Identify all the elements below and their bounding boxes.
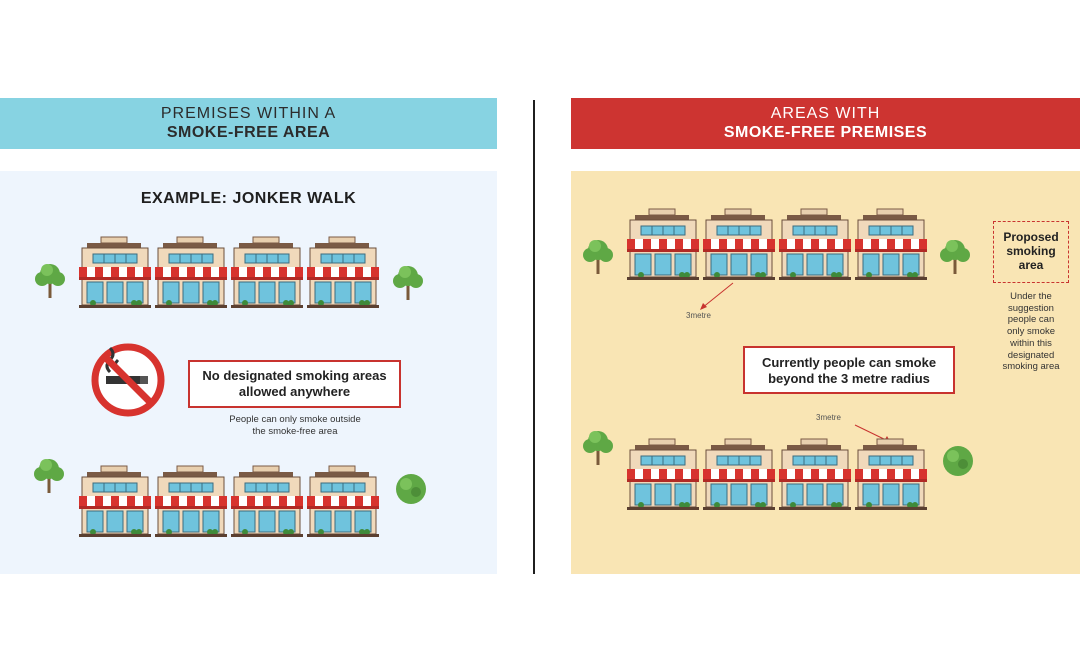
- metre-label-bottom: 3metre: [816, 413, 841, 422]
- shopfront-icon: [78, 465, 152, 538]
- tree-icon: [35, 264, 65, 298]
- shopfront-icon: [626, 438, 700, 511]
- shopfront-icon: [306, 236, 380, 309]
- right-top-shop-row: [626, 208, 928, 281]
- proposed-line1: Proposed: [1003, 230, 1059, 244]
- shopfront-icon: [230, 465, 304, 538]
- right-header: AREAS WITH SMOKE-FREE PREMISES: [571, 98, 1080, 149]
- metre-arrow-top: [700, 282, 734, 310]
- tree-icon: [393, 266, 423, 300]
- shopfront-icon: [778, 438, 852, 511]
- tree-icon: [583, 431, 613, 465]
- left-top-shop-row: [78, 236, 380, 309]
- current-line2: beyond the 3 metre radius: [768, 371, 930, 386]
- shopfront-icon: [230, 236, 304, 309]
- proposed-smoking-area: Proposed smoking area: [993, 221, 1069, 283]
- bush-icon: [943, 446, 973, 476]
- proposed-line2: smoking: [1006, 244, 1056, 258]
- suggestion-note: Under the suggestion people can only smo…: [990, 291, 1072, 373]
- shopfront-icon: [626, 208, 700, 281]
- tree-icon: [583, 240, 613, 274]
- left-header: PREMISES WITHIN A SMOKE-FREE AREA: [0, 98, 497, 149]
- suggestion-line: designated: [1007, 349, 1055, 361]
- left-note: People can only smoke outside the smoke-…: [200, 414, 390, 438]
- no-smoking-notice: No designated smoking areas allowed anyw…: [188, 360, 401, 408]
- metre-label-top: 3metre: [686, 311, 711, 320]
- current-line1: Currently people can smoke: [761, 355, 937, 370]
- no-smoking-icon: [91, 343, 165, 417]
- shopfront-icon: [78, 236, 152, 309]
- suggestion-line: only smoke: [1006, 326, 1056, 338]
- shopfront-icon: [154, 465, 228, 538]
- left-bottom-shop-row: [78, 465, 380, 538]
- shopfront-icon: [778, 208, 852, 281]
- example-title: EXAMPLE: JONKER WALK: [140, 190, 357, 207]
- left-header-line2: SMOKE-FREE AREA: [166, 124, 331, 141]
- left-header-line1: PREMISES WITHIN A: [160, 105, 337, 122]
- shopfront-icon: [702, 438, 776, 511]
- tree-icon: [34, 459, 64, 493]
- proposed-line3: area: [1018, 258, 1044, 272]
- right-header-line1: AREAS WITH: [770, 105, 881, 122]
- suggestion-line: suggestion: [1008, 302, 1054, 314]
- shopfront-icon: [702, 208, 776, 281]
- tree-icon: [940, 240, 970, 274]
- suggestion-line: smoking area: [1002, 361, 1060, 373]
- center-divider: [533, 100, 535, 574]
- bush-icon: [396, 474, 426, 504]
- right-header-line2: SMOKE-FREE PREMISES: [723, 124, 928, 141]
- current-smoking-box: Currently people can smoke beyond the 3 …: [743, 346, 955, 394]
- right-bottom-shop-row: [626, 438, 928, 511]
- left-note-line1: People can only smoke outside: [229, 414, 361, 425]
- left-note-line2: the smoke-free area: [252, 426, 338, 437]
- shopfront-icon: [854, 208, 928, 281]
- shopfront-icon: [854, 438, 928, 511]
- suggestion-line: Under the: [1010, 291, 1052, 302]
- suggestion-line: people can: [1007, 314, 1055, 326]
- shopfront-icon: [154, 236, 228, 309]
- shopfront-icon: [306, 465, 380, 538]
- suggestion-line: within this: [1010, 337, 1052, 349]
